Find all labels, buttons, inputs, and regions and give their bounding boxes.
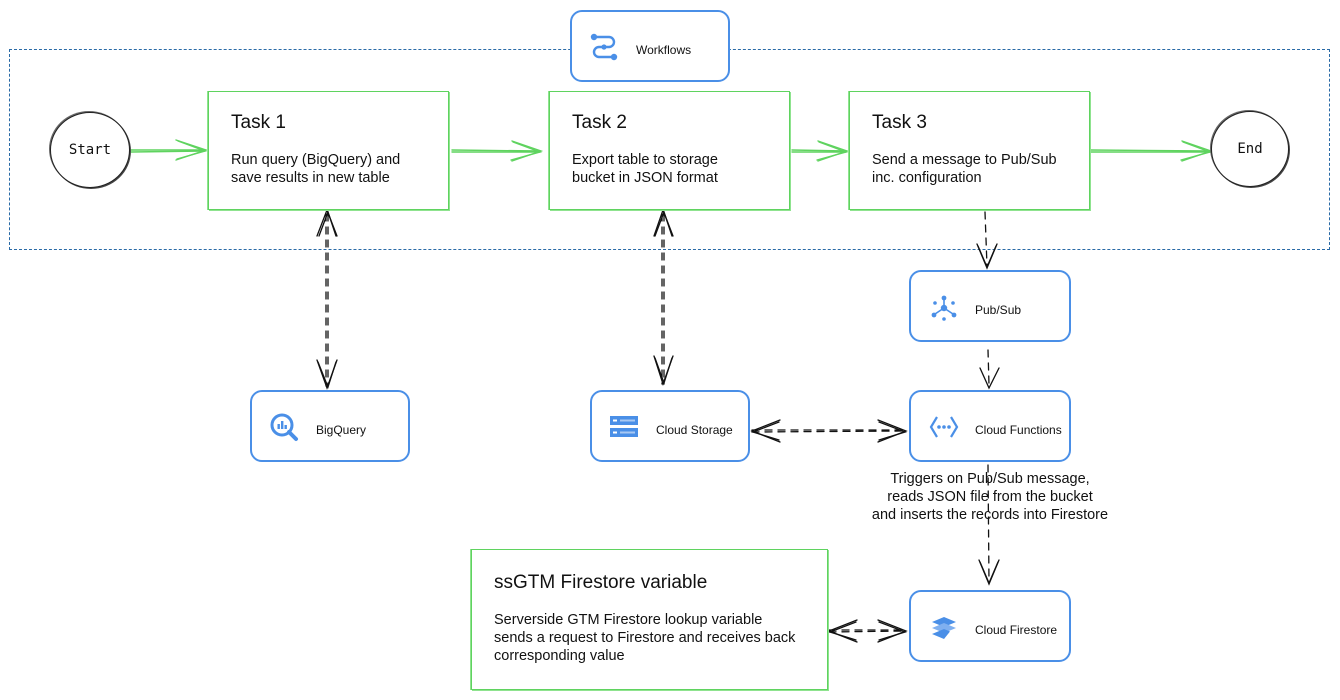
cloud-functions-note: Triggers on Pub/Sub message, reads JSON … [871,471,1109,523]
ssgtm-variable-box: ssGTM Firestore variable Serverside GTM … [471,549,828,690]
cloud-storage-box: Cloud Storage [590,390,750,462]
cloud-functions-label: Cloud Functions [975,423,1062,437]
task-2-title: Task 2 [572,112,627,133]
cloud-firestore-box: Cloud Firestore [909,590,1071,662]
cloud-storage-icon [610,416,638,437]
task-2-description: Export table to storage bucket in JSON f… [572,152,718,186]
cloud-firestore-icon [932,617,956,639]
end-node: End [1211,111,1289,187]
task-3-description: Send a message to Pub/Sub inc. configura… [872,152,1057,186]
task-1-title: Task 1 [231,112,286,133]
ssgtm-title: ssGTM Firestore variable [494,572,708,593]
workflows-icon [590,33,618,61]
workflows-box: Workflows [570,10,730,82]
end-label: End [1237,141,1263,157]
flow-arrows [130,139,1214,162]
task-1-description: Run query (BigQuery) and save results in… [231,152,401,186]
cloud-functions-box: Cloud Functions [909,390,1071,462]
task-3-box: Task 3 Send a message to Pub/Sub inc. co… [849,91,1090,210]
cloud-firestore-label: Cloud Firestore [975,623,1058,637]
task-3-title: Task 3 [872,112,927,133]
bigquery-box: BigQuery [250,390,410,462]
pubsub-icon [931,295,957,321]
start-node: Start [50,112,130,188]
ssgtm-description: Serverside GTM Firestore lookup variable… [494,612,796,664]
cloud-storage-label: Cloud Storage [656,423,733,437]
bigquery-icon [270,413,298,441]
task-1-box: Task 1 Run query (BigQuery) and save res… [208,91,449,210]
arrowheads [316,208,1000,643]
pubsub-box: Pub/Sub [909,270,1071,342]
task-2-box: Task 2 Export table to storage bucket in… [549,91,790,210]
pubsub-label: Pub/Sub [975,303,1022,317]
cloud-functions-icon [929,416,959,438]
start-label: Start [68,142,112,158]
bigquery-label: BigQuery [316,423,367,437]
workflows-label: Workflows [636,43,692,57]
dependency-lines [325,211,990,633]
